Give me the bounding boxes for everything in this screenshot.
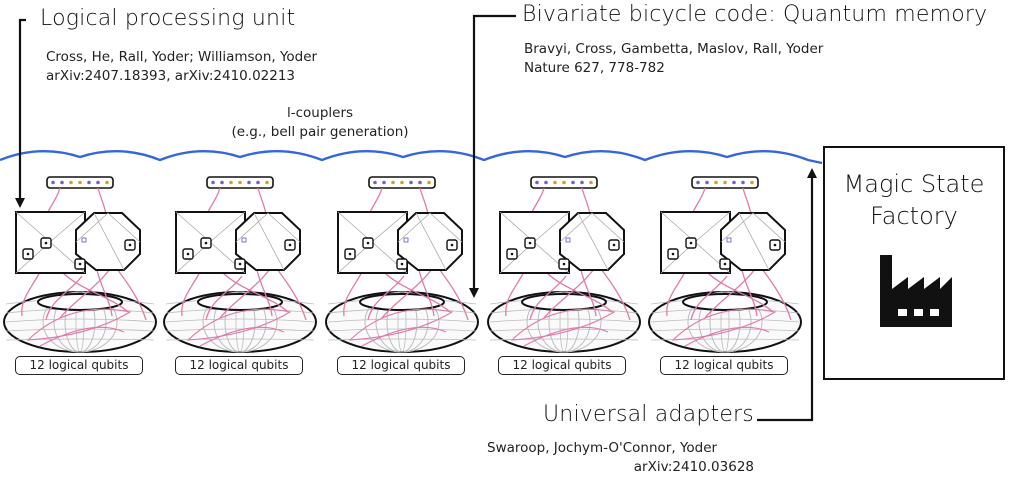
module: [3, 176, 157, 353]
bb-code-torus: [487, 291, 641, 353]
bb-pointer-arrow: [472, 14, 516, 290]
lpu-block: [175, 211, 301, 274]
coupler-chip: [530, 176, 598, 189]
coupler-chip: [206, 176, 274, 189]
module: [325, 176, 479, 353]
module-qubit-label: 12 logical qubits: [660, 356, 788, 375]
coupler-chip: [46, 176, 114, 189]
module: [487, 176, 641, 353]
lpu-title: Logical processing unit: [40, 6, 296, 31]
factory-icon: [880, 255, 952, 327]
bb-code-torus: [648, 291, 802, 353]
lpu-authors: Cross, He, Rall, Yoder; Williamson, Yode…: [46, 49, 318, 65]
bb-refs: Nature 627, 778-782: [524, 60, 665, 76]
bb-code-torus: [325, 291, 479, 353]
lpu-refs: arXiv:2407.18393, arXiv:2410.02213: [46, 68, 296, 84]
coupler-arcs: [0, 150, 823, 165]
coupler-chip: [691, 176, 759, 189]
adapters-refs: arXiv:2410.03628: [633, 459, 754, 475]
bb-code-torus: [3, 291, 157, 353]
factory-title-line2: Factory: [870, 202, 958, 230]
modules-group: [3, 176, 802, 353]
module-qubit-label: 12 logical qubits: [175, 356, 303, 375]
coupler-to-factory-line: [807, 158, 823, 165]
adapters-pointer-arrow: [757, 176, 814, 422]
couplers-label: l-couplers: [286, 105, 354, 121]
module-qubit-label: 12 logical qubits: [15, 356, 143, 375]
lpu-block: [499, 211, 625, 274]
module: [648, 176, 802, 353]
factory-title-line1: Magic State: [843, 170, 985, 198]
coupler-backbone-line: [0, 150, 809, 162]
adapters-arrowhead: [807, 168, 817, 178]
lpu-block: [660, 211, 786, 274]
module-qubit-label: 12 logical qubits: [498, 356, 626, 375]
coupler-chip: [368, 176, 436, 189]
module-qubit-label: 12 logical qubits: [337, 356, 465, 375]
factory-title: Magic State Factory: [825, 168, 1003, 232]
lpu-arrowhead: [15, 198, 25, 208]
bb-code-torus: [163, 291, 317, 353]
lpu-block: [337, 211, 463, 274]
bb-authors: Bravyi, Cross, Gambetta, Maslov, Rall, Y…: [524, 41, 824, 57]
bb-title: Bivariate bicycle code: Quantum memory: [522, 2, 988, 27]
adapters-title: Universal adapters: [543, 402, 754, 427]
couplers-sublabel: (e.g., bell pair generation): [231, 124, 409, 140]
adapters-authors: Swaroop, Jochym-O'Connor, Yoder: [487, 440, 718, 456]
module: [163, 176, 317, 353]
magic-state-factory-box: Magic State Factory: [823, 146, 1005, 380]
lpu-block: [15, 211, 141, 274]
lpu-pointer-arrow: [18, 18, 26, 200]
bb-arrowhead: [469, 288, 479, 298]
